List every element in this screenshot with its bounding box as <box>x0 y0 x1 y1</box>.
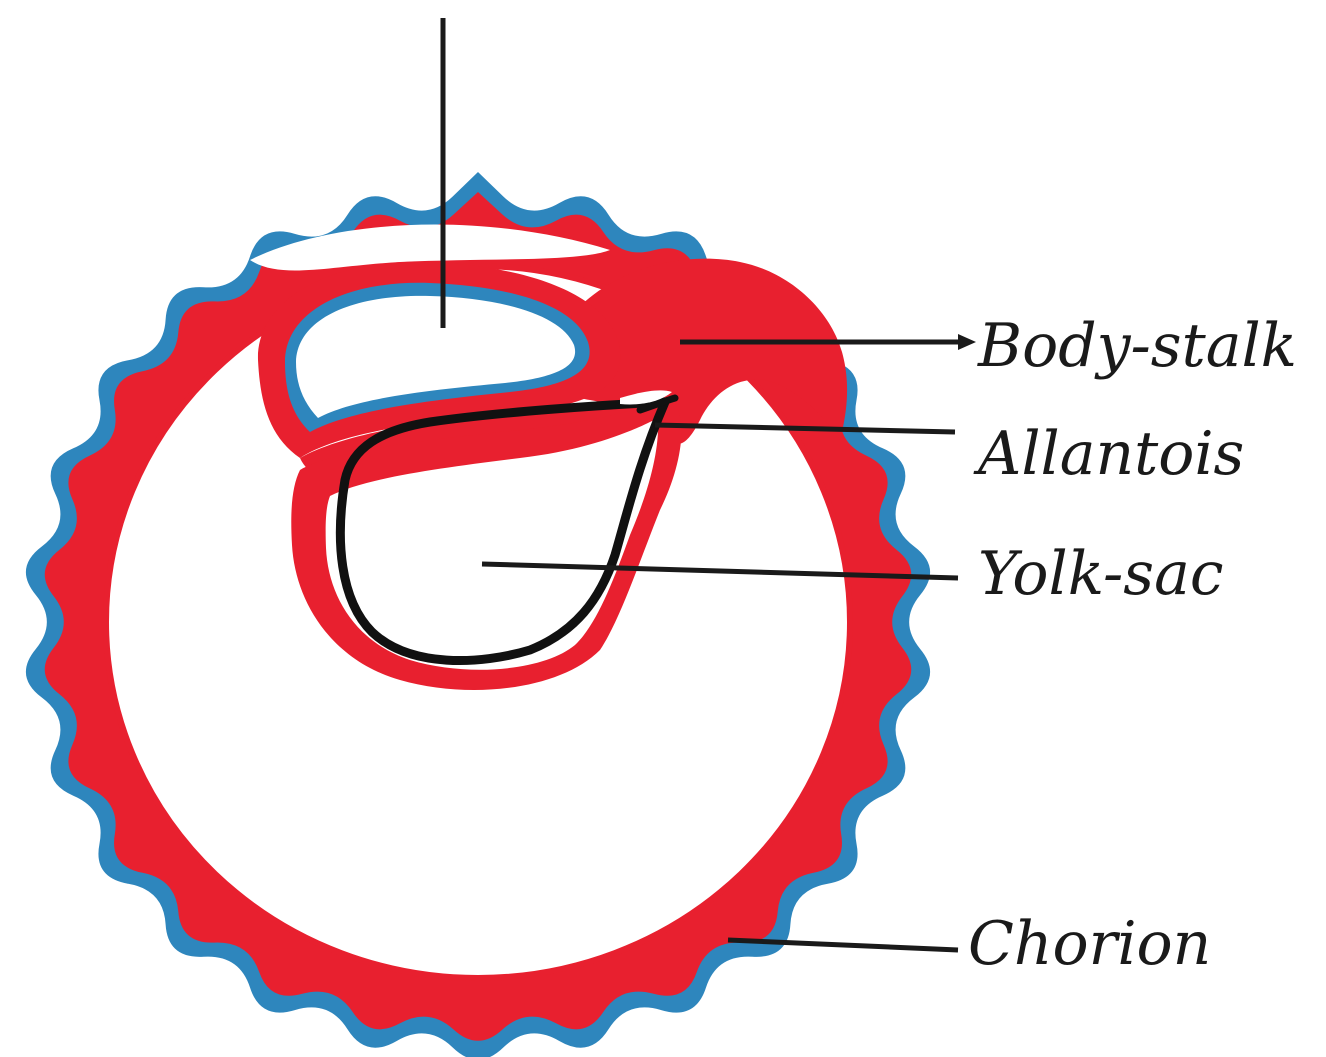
label-allantois: Allantois <box>978 424 1244 484</box>
label-chorion: Chorion <box>968 914 1211 974</box>
body-stalk-arrowhead <box>958 334 976 350</box>
label-yolk-sac: Yolk-sac <box>978 544 1223 604</box>
label-body-stalk: Body-stalk <box>978 316 1297 376</box>
